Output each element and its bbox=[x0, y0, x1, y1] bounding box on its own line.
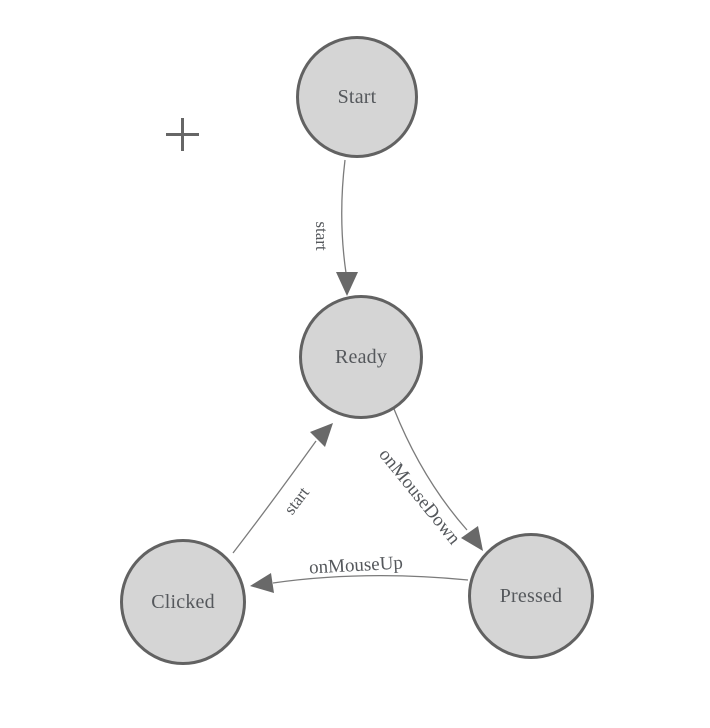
arrowhead-start-to-ready bbox=[336, 272, 358, 296]
state-node-clicked[interactable]: Clicked bbox=[120, 539, 246, 665]
edge-ready-to-pressed[interactable] bbox=[393, 408, 468, 531]
crosshair-icon[interactable] bbox=[166, 118, 199, 151]
state-node-ready[interactable]: Ready bbox=[299, 295, 423, 419]
arrowhead-clicked-to-ready bbox=[310, 423, 333, 447]
state-node-pressed-label: Pressed bbox=[499, 584, 563, 607]
state-node-start[interactable]: Start bbox=[296, 36, 418, 158]
arrowhead-pressed-to-clicked bbox=[250, 573, 274, 593]
edge-label-start-to-ready[interactable]: start bbox=[312, 221, 331, 251]
state-node-pressed[interactable]: Pressed bbox=[468, 533, 594, 659]
edge-clicked-to-ready[interactable] bbox=[232, 440, 317, 554]
state-node-start-label: Start bbox=[337, 85, 377, 108]
state-node-ready-label: Ready bbox=[334, 345, 388, 368]
state-node-clicked-label: Clicked bbox=[151, 590, 215, 613]
arrowhead-ready-to-pressed bbox=[461, 526, 483, 551]
edge-pressed-to-clicked[interactable] bbox=[272, 575, 469, 584]
edge-start-to-ready[interactable] bbox=[341, 159, 347, 274]
